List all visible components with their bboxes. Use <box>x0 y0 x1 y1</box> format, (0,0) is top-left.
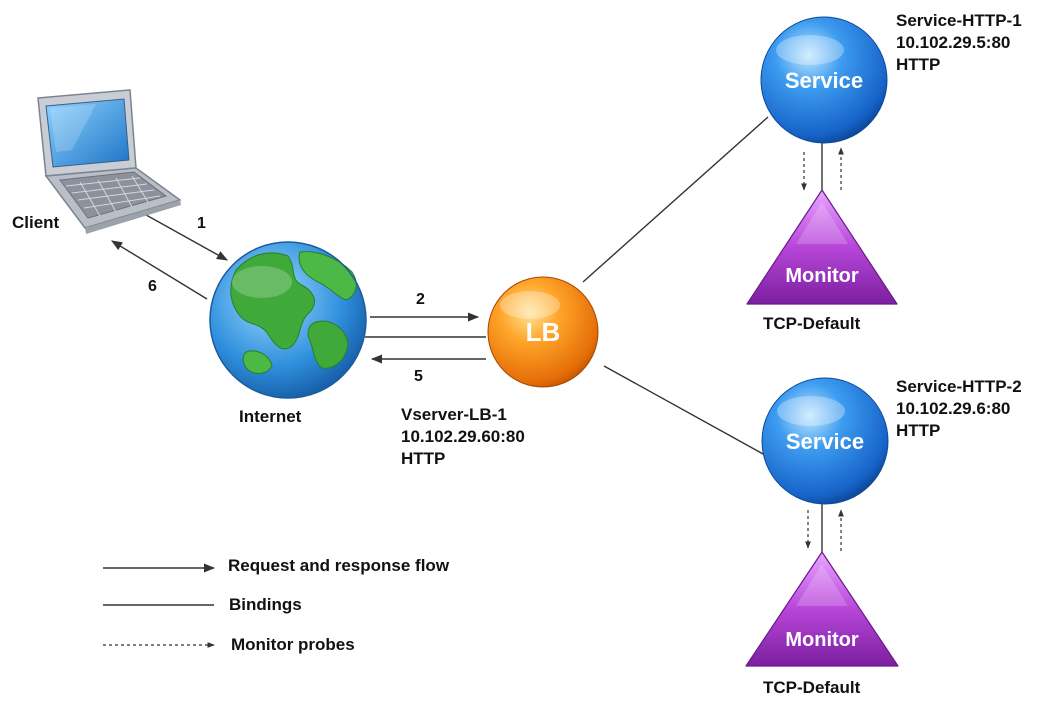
legend-probes-label: Monitor probes <box>231 635 355 654</box>
client-label: Client <box>12 213 60 232</box>
monitor-2-label: TCP-Default <box>763 678 861 697</box>
service-2-protocol: HTTP <box>896 421 941 440</box>
laptop-icon <box>37 89 182 234</box>
monitor-node-2-label: Monitor <box>785 629 859 651</box>
service-2-name: Service-HTTP-2 <box>896 377 1022 396</box>
service-2-address: 10.102.29.6:80 <box>896 399 1011 418</box>
globe-icon <box>209 241 367 399</box>
lb-node-label: LB <box>526 317 561 347</box>
service-1-protocol: HTTP <box>896 55 941 74</box>
binding-line-lb-service1 <box>582 116 769 283</box>
vserver-name: Vserver-LB-1 <box>401 405 507 424</box>
vserver-protocol: HTTP <box>401 449 446 468</box>
service-1-name: Service-HTTP-1 <box>896 11 1022 30</box>
service-node-1-label: Service <box>785 68 863 93</box>
service-node-1: Service <box>760 16 888 144</box>
vserver-address: 10.102.29.60:80 <box>401 427 525 446</box>
lb-node: LB <box>487 276 599 388</box>
step-1-label: 1 <box>197 215 206 232</box>
step-5-label: 5 <box>414 368 423 385</box>
monitor-1-label: TCP-Default <box>763 314 861 333</box>
step-6-label: 6 <box>148 278 157 295</box>
flow-arrow-6 <box>111 240 208 300</box>
legend-bindings-label: Bindings <box>229 595 302 614</box>
monitor-node-1: Monitor <box>746 189 898 305</box>
legend-flow-label: Request and response flow <box>228 556 450 575</box>
service-node-2: Service <box>761 377 889 505</box>
service-1-address: 10.102.29.5:80 <box>896 33 1011 52</box>
step-2-label: 2 <box>416 291 425 308</box>
binding-line-lb-service2 <box>603 365 766 456</box>
monitor-node-1-label: Monitor <box>785 265 859 287</box>
internet-label: Internet <box>239 407 302 426</box>
service-node-2-label: Service <box>786 429 864 454</box>
monitor-node-2: Monitor <box>745 551 899 667</box>
